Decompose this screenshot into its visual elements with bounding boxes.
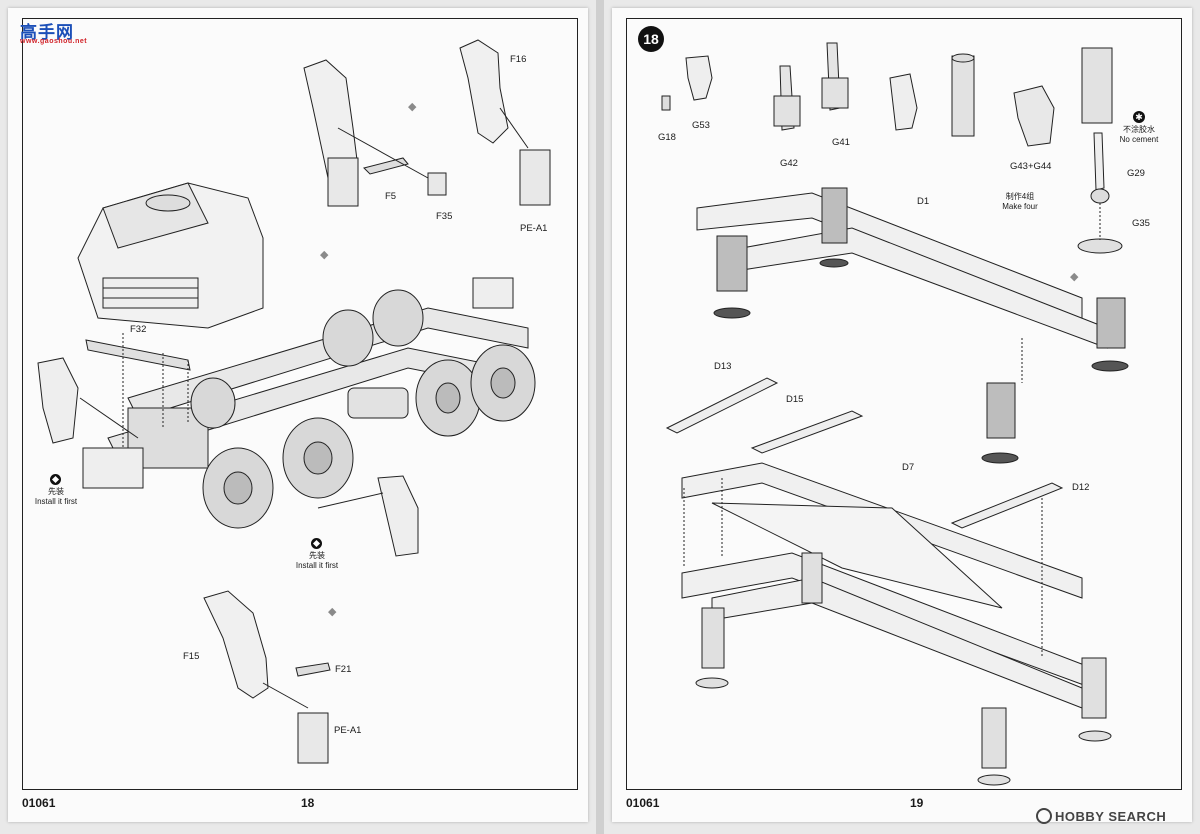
install-first-en: Install it first <box>34 497 78 506</box>
part-label-g42: G42 <box>780 158 798 169</box>
direction-arrow-icon: ◆ <box>320 249 329 261</box>
direction-arrow-icon: ◆ <box>328 606 337 618</box>
part-label-f5: F5 <box>385 191 397 202</box>
part-label-g43-g44: G43+G44 <box>1010 161 1052 172</box>
install-first-note-2: 先装 Install it first <box>291 551 343 571</box>
direction-arrow-icon: ◆ <box>1070 271 1079 283</box>
page-frame <box>626 18 1182 790</box>
page-number: 19 <box>910 796 924 810</box>
make-four-note: 制作4组 Make four <box>992 192 1048 212</box>
part-label-f32: F32 <box>130 324 147 335</box>
outrigger-frame-illustration <box>661 42 1129 786</box>
install-first-en: Install it first <box>295 561 339 570</box>
make-four-en: Make four <box>1002 202 1038 211</box>
page-frame <box>22 18 578 790</box>
part-label-d15: D15 <box>786 394 804 405</box>
no-cement-cn: 不涂胶水 <box>1123 125 1155 134</box>
logo-url: www.gaoshou.net <box>20 38 88 45</box>
install-first-icon <box>311 538 322 549</box>
part-label-g35: G35 <box>1132 218 1150 229</box>
part-label-f15: F15 <box>183 651 200 662</box>
install-first-note-1: 先装 Install it first <box>30 487 82 507</box>
no-cement-en: No cement <box>1119 135 1159 144</box>
hobby-search-text: HOBBY SEARCH <box>1055 809 1167 824</box>
no-cement-icon: ✱ <box>1133 111 1145 123</box>
page-gutter <box>596 0 604 834</box>
site-logo: 高手网 www.gaoshou.net <box>20 18 88 48</box>
page-number: 18 <box>301 796 315 810</box>
no-cement-note: 不涂胶水 No cement <box>1108 125 1170 145</box>
truck-chassis-illustration <box>37 39 551 764</box>
hobby-search-logo-icon <box>1036 808 1052 824</box>
install-first-icon <box>50 474 61 485</box>
logo-name: 高手网 <box>20 23 74 42</box>
part-label-f35: F35 <box>436 211 453 222</box>
footer-product-code: 01061 <box>22 796 56 810</box>
part-label-d1: D1 <box>917 196 930 207</box>
part-label-f16: F16 <box>510 54 527 65</box>
part-label-pe-a1-bottom: PE-A1 <box>334 725 362 736</box>
step-number-badge: 18 <box>638 26 664 52</box>
install-first-cn: 先装 <box>309 551 325 560</box>
part-label-g29: G29 <box>1127 168 1145 179</box>
part-label-g18: G18 <box>658 132 676 143</box>
part-label-d12: D12 <box>1072 482 1090 493</box>
hobby-search-watermark: HOBBY SEARCH <box>1036 808 1166 824</box>
footer-product-code: 01061 <box>626 796 660 810</box>
part-label-g53: G53 <box>692 120 710 131</box>
install-first-cn: 先装 <box>48 487 64 496</box>
direction-arrow-icon: ◆ <box>408 101 417 113</box>
part-label-g41: G41 <box>832 137 850 148</box>
make-four-cn: 制作4组 <box>1005 192 1035 201</box>
part-label-d7: D7 <box>902 462 915 473</box>
part-label-d13: D13 <box>714 361 732 372</box>
instruction-page-right: 18 <box>612 8 1192 822</box>
part-label-pe-a1-top: PE-A1 <box>520 223 548 234</box>
part-label-f21: F21 <box>335 664 352 675</box>
instruction-page-left: 高手网 www.gaoshou.net ◆ ◆ ◆ F16 F5 F35 PE-… <box>8 8 588 822</box>
